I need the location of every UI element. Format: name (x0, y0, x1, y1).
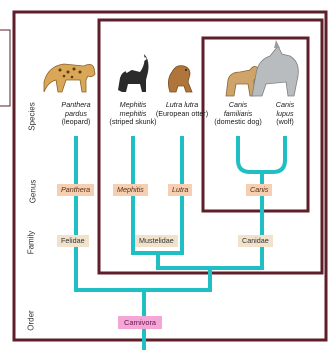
leopard-illustration (43, 63, 96, 93)
species-otter: Lutra lutra (European otter) (150, 100, 214, 118)
species-common-name: (domestic dog) (214, 117, 262, 127)
species-common-name: (striped skunk) (109, 117, 157, 127)
species-genus-text: Mephitis (119, 100, 147, 109)
left-edge-frame (0, 29, 11, 107)
genus-box-panthera: Panthera (57, 184, 95, 196)
wolf-illustration (251, 40, 299, 97)
rank-label-order: Order (26, 310, 36, 331)
species-epithet-text: familiaris (223, 108, 253, 118)
rank-label-family: Family (26, 230, 36, 255)
species-epithet-text: lutra (184, 100, 199, 109)
branch-wolf (262, 136, 287, 174)
species-genus-text: Panthera (61, 100, 91, 109)
genus-box-canis: Canis (246, 184, 273, 196)
species-skunk: Mephitis mephitis (striped skunk) (101, 100, 165, 127)
family-box-mustelidae: Mustelidae (135, 235, 178, 247)
species-epithet-text: mephitis (119, 108, 147, 118)
species-genus-text: Canis (228, 100, 248, 109)
species-epithet-text: pardus (65, 108, 87, 118)
species-leopard: Panthera pardus (leopard) (44, 100, 108, 127)
skunk-illustration (118, 54, 149, 92)
branch-caniform-join (156, 253, 264, 270)
branch-dog (236, 136, 262, 174)
species-dog: Canis familiaris (domestic dog) (206, 100, 270, 127)
canis-frame (201, 36, 310, 213)
species-genus-text: Lutra (165, 100, 183, 109)
species-genus-text: Canis (275, 100, 295, 109)
rank-label-genus: Genus (28, 179, 38, 204)
family-box-canidae: Canidae (238, 235, 273, 247)
family-box-felidae: Felidae (57, 235, 89, 247)
species-common-name: (European otter) (155, 108, 209, 118)
species-wolf: Canis lupus (wolf) (253, 100, 317, 127)
rank-label-species: Species (27, 102, 37, 131)
species-epithet-text: lupus (276, 108, 294, 118)
outer-frame (12, 10, 328, 342)
otter-illustration (168, 65, 193, 93)
genus-box-mephitis: Mephitis (113, 184, 148, 196)
order-box-carnivora: Carnivora (118, 316, 163, 329)
species-common-name: (leopard) (61, 117, 91, 127)
species-common-name: (wolf) (276, 117, 294, 127)
genus-box-lutra: Lutra (168, 184, 193, 196)
